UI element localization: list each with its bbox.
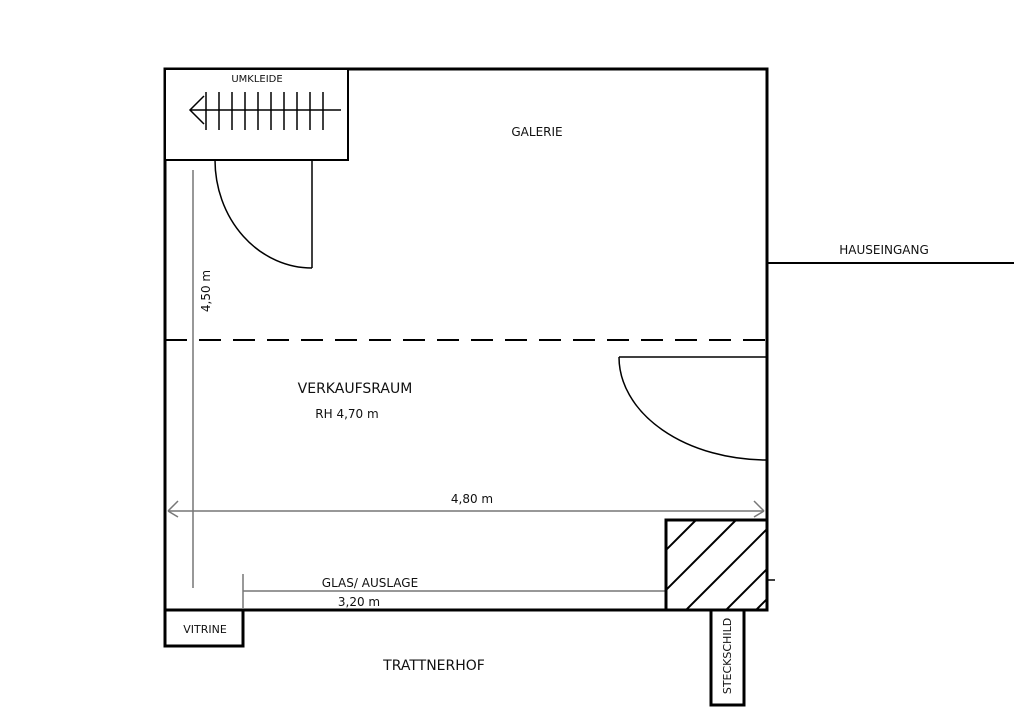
width-dimension-label: 4,80 m: [451, 492, 493, 506]
vitrine-box: [163, 608, 245, 648]
glas-auslage-label: GLAS/ AUSLAGE: [322, 576, 418, 590]
hauseingang-label: HAUSEINGANG: [839, 243, 929, 257]
galerie-label: GALERIE: [511, 125, 562, 139]
pillar-hatching: [666, 520, 767, 610]
steckschild-box: [709, 608, 746, 707]
entrance-door: [618, 356, 768, 461]
changing-room-door: [214, 159, 313, 269]
trattnerhof-label: TRATTNERHOF: [382, 658, 485, 674]
steckschild-label: STECKSCHILD: [721, 618, 734, 694]
vitrine-label: VITRINE: [183, 623, 227, 636]
verkaufsraum-label: VERKAUFSRAUM: [298, 381, 413, 397]
stairs-arrow-icon: [188, 92, 341, 130]
height-dimension-label: 4,50 m: [199, 270, 213, 312]
glass-dimension-line: [242, 574, 666, 608]
glass-dimension-label: 3,20 m: [338, 595, 380, 609]
umkleide-label: UMKLEIDE: [231, 74, 282, 85]
width-dimension-line: [167, 500, 765, 518]
room-height-label: RH 4,70 m: [315, 407, 378, 421]
hatched-pillar: [664, 518, 769, 612]
